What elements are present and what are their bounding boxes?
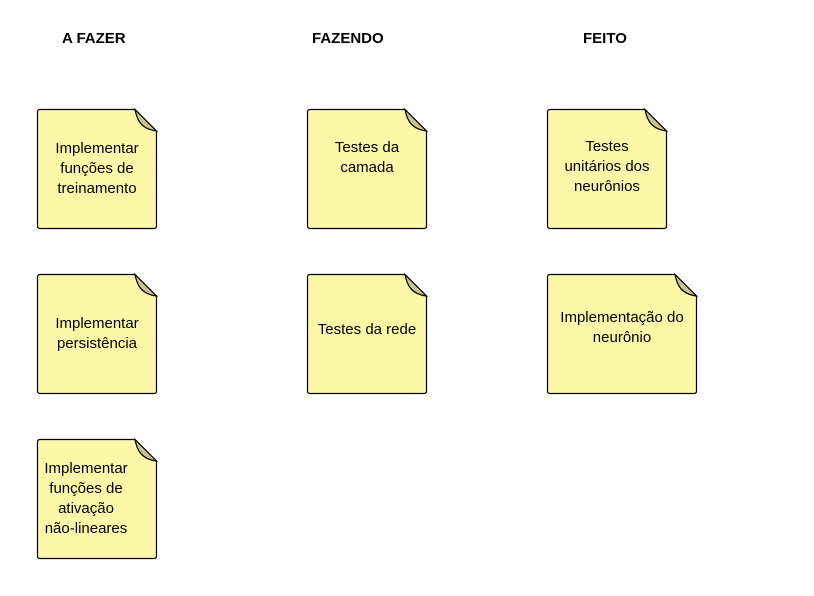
note-fold xyxy=(404,107,429,132)
note-body xyxy=(546,108,668,230)
note-text: Implementar funções de ativação não-line… xyxy=(44,460,128,537)
note-body xyxy=(36,273,158,395)
sticky-note[interactable]: Testes unitários dos neurônios xyxy=(546,107,669,230)
sticky-note[interactable]: Implementação do neurônio xyxy=(546,272,699,395)
note-shape xyxy=(36,437,159,560)
note-fold xyxy=(644,107,669,132)
note-text: Implementar funções de treinamento xyxy=(55,140,139,197)
note-text: Implementar persistência xyxy=(55,315,139,352)
note-shape xyxy=(306,107,429,230)
note-fold xyxy=(134,272,159,297)
note-fold xyxy=(134,437,159,462)
sticky-note[interactable]: Implementar funções de treinamento xyxy=(36,107,159,230)
column-title-a-fazer: A FAZER xyxy=(62,30,126,47)
note-fold xyxy=(674,272,699,297)
note-text: Testes da rede xyxy=(317,321,417,338)
note-text: Implementação do neurônio xyxy=(560,309,684,346)
column-title-feito: FEITO xyxy=(583,30,627,47)
note-fold xyxy=(134,107,159,132)
sticky-note[interactable]: Implementar persistência xyxy=(36,272,159,395)
sticky-note[interactable]: Testes da camada xyxy=(306,107,429,230)
note-body xyxy=(36,438,158,560)
note-shape xyxy=(546,107,669,230)
note-body xyxy=(306,108,428,230)
note-fold xyxy=(404,272,429,297)
note-body xyxy=(546,273,698,395)
sticky-note[interactable]: Testes da rede xyxy=(306,272,429,395)
note-text: Testes da camada xyxy=(334,139,400,176)
column-title-fazendo: FAZENDO xyxy=(312,30,384,47)
sticky-note[interactable]: Implementar funções de ativação não-line… xyxy=(36,437,159,560)
note-shape xyxy=(546,272,699,395)
note-shape xyxy=(306,272,429,395)
note-shape xyxy=(36,272,159,395)
note-shape xyxy=(36,107,159,230)
note-text: Testes unitários dos neurônios xyxy=(564,138,650,195)
note-body xyxy=(306,273,428,395)
note-body xyxy=(36,108,158,230)
